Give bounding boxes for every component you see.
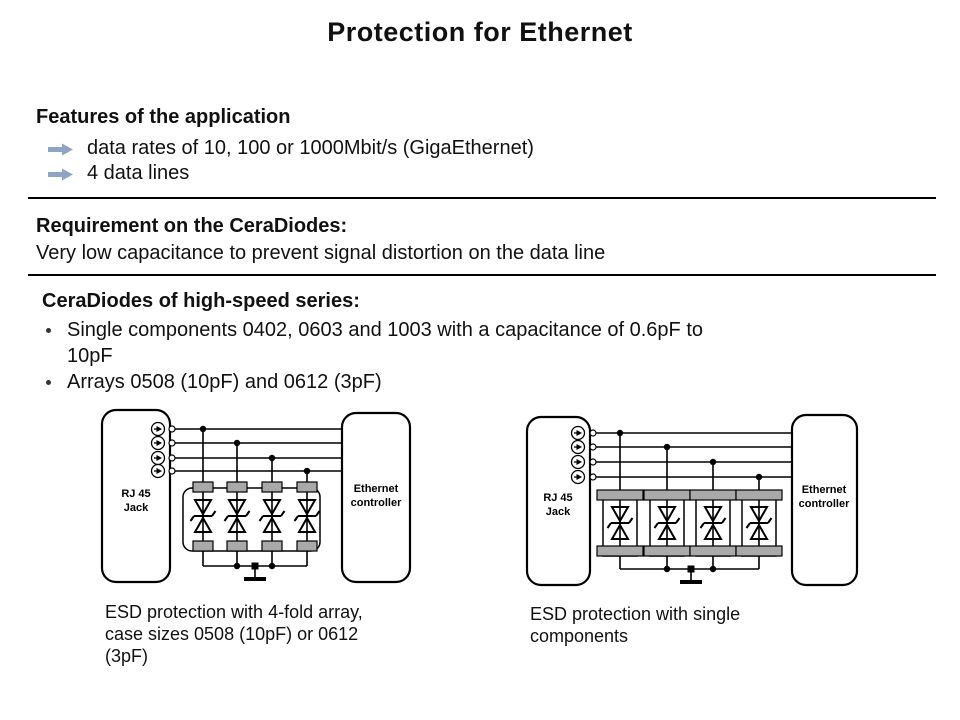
- caption-line: components: [530, 626, 629, 646]
- caption-line: case sizes 0508 (10pF) or 0612: [105, 624, 359, 644]
- caption-line: ESD protection with single: [530, 604, 741, 624]
- solder-pads: [596, 489, 783, 557]
- rj45-jack-box: [100, 408, 172, 584]
- series-item-label: Single components 0402, 0603 and 1003 wi…: [67, 317, 703, 369]
- caption-array: ESD protection with 4-fold array, case s…: [105, 601, 435, 667]
- page-title: Protection for Ethernet: [327, 17, 633, 47]
- data-lines: [175, 428, 342, 472]
- controller-label: controller: [351, 497, 402, 509]
- controller-label: controller: [799, 498, 850, 510]
- series-item-line: 10pF: [67, 345, 113, 367]
- series-heading: CeraDiodes of high-speed series:: [42, 290, 360, 312]
- jack-label: Jack: [124, 502, 149, 514]
- feature-item: data rates of 10, 100 or 1000Mbit/s (Gig…: [48, 137, 534, 162]
- jack-label: RJ 45: [543, 492, 572, 504]
- controller-label: Ethernet: [802, 484, 847, 496]
- controller-label: Ethernet: [354, 483, 399, 495]
- circuit-diagram-singles: RJ 45 Jack Ethernet controller: [525, 413, 859, 587]
- caption-line: (3pF): [105, 646, 149, 666]
- array-package-outline: [182, 487, 321, 552]
- series-item: Arrays 0508 (10pF) and 0612 (3pF): [46, 369, 876, 395]
- data-lines: [596, 432, 792, 478]
- bullet-dot-icon: [46, 380, 51, 385]
- branch-wires: [202, 429, 308, 567]
- jack-port-icons: [150, 421, 176, 479]
- series-item-line: Single components 0402, 0603 and 1003 wi…: [67, 319, 704, 341]
- series-item-line: Arrays 0508 (10pF) and 0612 (3pF): [67, 371, 382, 393]
- bullet-dot-icon: [46, 328, 51, 333]
- divider-line: [28, 197, 936, 199]
- feature-item-label: data rates of 10, 100 or 1000Mbit/s (Gig…: [87, 137, 534, 159]
- series-item-label: Arrays 0508 (10pF) and 0612 (3pF): [67, 369, 382, 395]
- ethernet-controller-box: [340, 411, 412, 584]
- rj45-jack-box: [525, 415, 592, 587]
- ground-icon: [244, 566, 266, 581]
- feature-item-label: 4 data lines: [87, 162, 190, 184]
- junction-dots: [199, 425, 311, 570]
- jack-label: Jack: [546, 506, 571, 518]
- ethernet-controller-box: [790, 413, 859, 587]
- tvs-diode-icons: [189, 499, 321, 533]
- solder-pads: [192, 481, 318, 552]
- features-list: data rates of 10, 100 or 1000Mbit/s (Gig…: [48, 137, 534, 187]
- requirement-heading: Requirement on the CeraDiodes:: [36, 215, 348, 237]
- jack-label: RJ 45: [121, 488, 150, 500]
- feature-item: 4 data lines: [48, 162, 534, 187]
- right-arrow-icon: [48, 168, 73, 181]
- divider-line: [28, 274, 936, 276]
- caption-singles: ESD protection with single components: [530, 603, 820, 647]
- caption-line: ESD protection with 4-fold array,: [105, 602, 363, 622]
- right-arrow-icon: [48, 143, 73, 156]
- features-heading: Features of the application: [36, 106, 291, 128]
- tvs-diode-icons: [606, 506, 773, 540]
- ground-icon: [680, 569, 702, 584]
- series-list: Single components 0402, 0603 and 1003 wi…: [46, 317, 876, 395]
- requirement-text: Very low capacitance to prevent signal d…: [36, 242, 606, 264]
- jack-port-icons: [570, 425, 597, 485]
- circuit-diagram-array: RJ 45 Jack Ethernet controller: [100, 408, 412, 584]
- series-item: Single components 0402, 0603 and 1003 wi…: [46, 317, 876, 369]
